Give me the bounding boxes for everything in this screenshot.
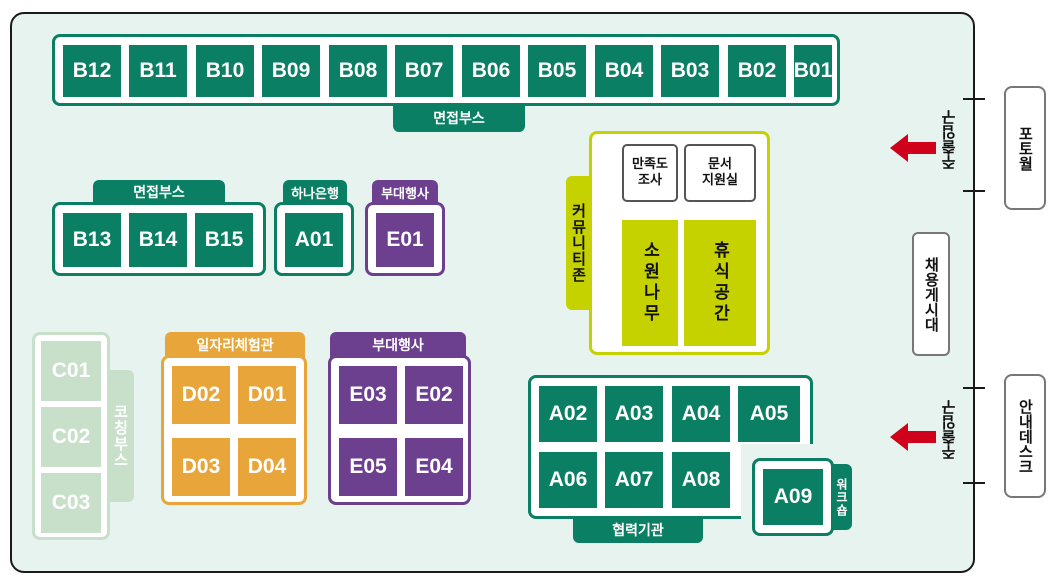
- booth-e02[interactable]: E02: [403, 364, 465, 426]
- booth-a01[interactable]: A01: [283, 211, 345, 269]
- booth-e01[interactable]: E01: [374, 211, 436, 269]
- booth-e05[interactable]: E05: [337, 436, 399, 498]
- booth-a02[interactable]: A02: [537, 384, 599, 444]
- booth-a06[interactable]: A06: [537, 450, 599, 510]
- coaching-booth-label: 코칭부스: [108, 370, 134, 502]
- photo-wall-label: 포토월: [1016, 125, 1035, 171]
- booth-b11[interactable]: B11: [127, 43, 189, 99]
- booth-b09[interactable]: B09: [260, 43, 322, 99]
- booth-c02[interactable]: C02: [39, 405, 103, 469]
- booth-b06[interactable]: B06: [460, 43, 522, 99]
- information-desk[interactable]: 안내데스크: [1004, 374, 1046, 498]
- rest-area[interactable]: 휴식공간: [684, 220, 756, 346]
- booth-b15[interactable]: B15: [193, 211, 255, 269]
- booth-d04[interactable]: D04: [236, 436, 298, 498]
- partner-organizations-label: 협력기관: [573, 517, 703, 543]
- wishing-tree-area[interactable]: 소원나무: [622, 220, 678, 346]
- main-entrance-label-2[interactable]: 주출입구: [940, 400, 958, 460]
- booth-c03[interactable]: C03: [39, 471, 103, 535]
- booth-a05[interactable]: A05: [736, 384, 802, 444]
- interview-booth-label-top: 면접부스: [393, 104, 525, 132]
- job-experience-label: 일자리체험관: [165, 332, 305, 358]
- wall-tick: [963, 387, 985, 389]
- booth-b10[interactable]: B10: [194, 43, 256, 99]
- booth-b07[interactable]: B07: [393, 43, 455, 99]
- booth-b05[interactable]: B05: [526, 43, 588, 99]
- side-event-label-2: 부대행사: [330, 332, 466, 358]
- booth-d02[interactable]: D02: [170, 364, 232, 426]
- left-arrow-icon: [890, 423, 938, 451]
- side-event-group-1: E01: [365, 202, 445, 276]
- booth-b14[interactable]: B14: [127, 211, 189, 269]
- booth-b08[interactable]: B08: [327, 43, 389, 99]
- main-entrance-label-1[interactable]: 주출입구: [940, 110, 958, 170]
- interview-booth-label-2: 면접부스: [93, 180, 225, 204]
- workshop-group: A09: [752, 458, 834, 536]
- booth-b13[interactable]: B13: [61, 211, 123, 269]
- community-zone-label: 커뮤니티존: [566, 176, 592, 310]
- photo-wall[interactable]: 포토월: [1004, 86, 1046, 210]
- booth-b12[interactable]: B12: [61, 43, 123, 99]
- side-event-label-1: 부대행사: [372, 180, 438, 204]
- booth-a03[interactable]: A03: [603, 384, 665, 444]
- booth-d03[interactable]: D03: [170, 436, 232, 498]
- booth-b01[interactable]: B01: [792, 43, 834, 99]
- booth-d01[interactable]: D01: [236, 364, 298, 426]
- booth-a09[interactable]: A09: [761, 467, 825, 527]
- information-desk-label: 안내데스크: [1016, 398, 1035, 474]
- booth-e03[interactable]: E03: [337, 364, 399, 426]
- booth-a04[interactable]: A04: [670, 384, 732, 444]
- booth-c01[interactable]: C01: [39, 339, 103, 403]
- booth-b03[interactable]: B03: [659, 43, 721, 99]
- interview-booth-group-2: B13 B14 B15: [52, 202, 266, 276]
- document-support-room[interactable]: 문서 지원실: [684, 144, 756, 202]
- booth-b04[interactable]: B04: [593, 43, 655, 99]
- wall-tick: [963, 98, 985, 100]
- booth-a08[interactable]: A08: [670, 450, 732, 510]
- hana-bank-label: 하나은행: [283, 180, 347, 204]
- booth-b02[interactable]: B02: [726, 43, 788, 99]
- satisfaction-survey-booth[interactable]: 만족도 조사: [622, 144, 678, 202]
- booth-a07[interactable]: A07: [603, 450, 665, 510]
- workshop-label: 워크숍: [832, 464, 852, 530]
- wall-tick: [963, 482, 985, 484]
- hana-bank-group: A01: [274, 202, 354, 276]
- coaching-booth-group: C01 C02 C03: [32, 332, 110, 540]
- side-event-group-2: E03 E02 E05 E04: [328, 355, 471, 505]
- community-zone: 만족도 조사 문서 지원실 소원나무 휴식공간: [589, 131, 770, 355]
- booth-e04[interactable]: E04: [403, 436, 465, 498]
- job-experience-hall: D02 D01 D03 D04: [161, 355, 307, 505]
- left-arrow-icon: [890, 134, 938, 162]
- job-posting-board[interactable]: 채용게시대: [912, 232, 950, 356]
- wall-segment: [973, 190, 975, 388]
- job-posting-board-label: 채용게시대: [922, 256, 941, 332]
- interview-booth-row-top: B12 B11 B10 B09 B08 B07 B06 B05 B04 B03 …: [52, 34, 840, 106]
